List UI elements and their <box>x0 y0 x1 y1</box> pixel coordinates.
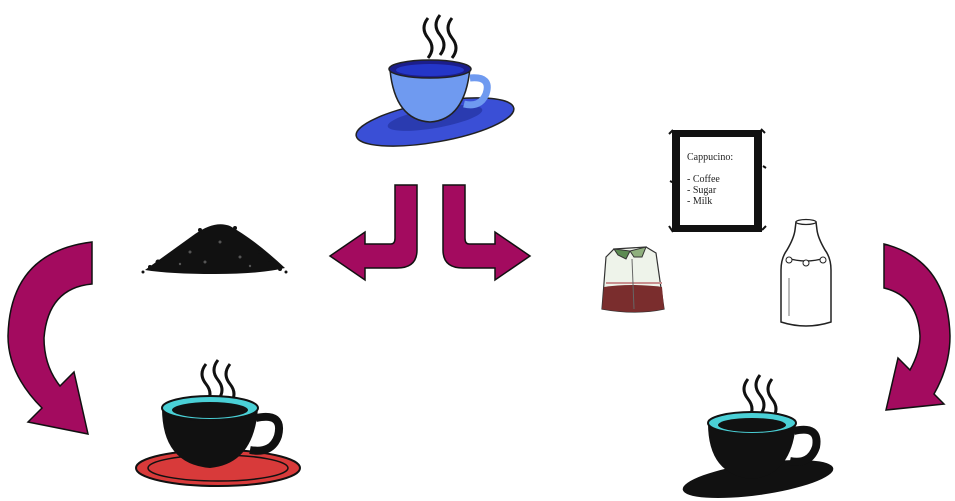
blue-cup-icon <box>350 10 520 145</box>
recipe-title: Cappucino: <box>687 152 733 163</box>
sugar-bag-icon <box>596 243 671 315</box>
recipe-item-milk: - Milk <box>687 196 712 207</box>
black-cup-icon <box>678 375 838 499</box>
coffee-grounds-icon <box>140 212 290 277</box>
recipe-item-sugar: - Sugar <box>687 185 716 196</box>
left-curved-arrow <box>0 238 98 438</box>
milk-bottle-icon <box>777 218 835 330</box>
recipe-item-coffee: - Coffee <box>687 174 720 185</box>
right-curved-arrow <box>878 240 955 440</box>
recipe-card-icon: Cappucino: - Coffee - Sugar - Milk <box>667 126 767 236</box>
black-cup-red-saucer-icon <box>132 358 304 490</box>
split-arrows <box>325 180 535 280</box>
